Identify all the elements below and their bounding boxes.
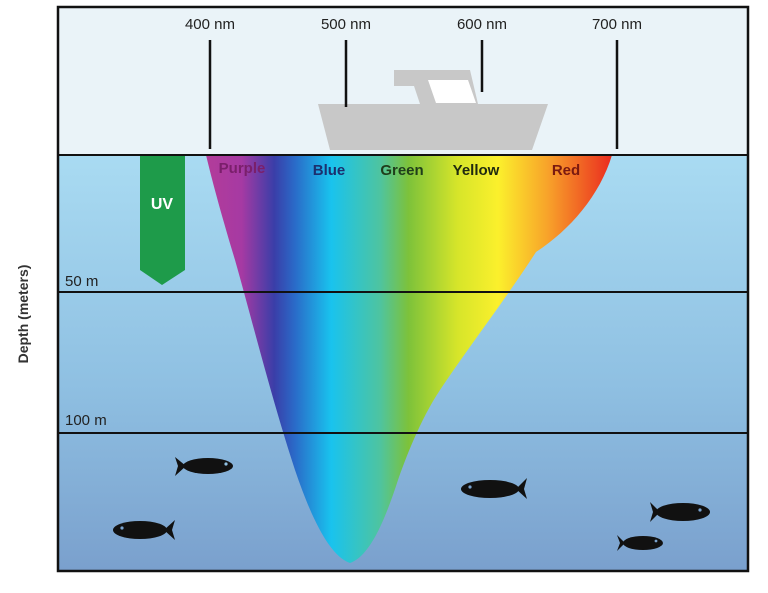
fish-icon — [461, 478, 527, 499]
uv-label: UV — [151, 196, 174, 213]
band-label-red: Red — [552, 162, 580, 179]
wavelength-label-400: 400 nm — [185, 16, 235, 33]
fish-icon — [617, 535, 663, 551]
band-label-green: Green — [380, 162, 423, 179]
depth-label-100: 100 m — [65, 412, 107, 429]
diagram-frame — [56, 5, 750, 573]
wavelength-label-600: 600 nm — [457, 16, 507, 33]
fish-icon — [175, 457, 233, 476]
band-label-purple: Purple — [219, 160, 266, 177]
wavelength-label-500: 500 nm — [321, 16, 371, 33]
wavelength-label-700: 700 nm — [592, 16, 642, 33]
depth-label-50: 50 m — [65, 273, 98, 290]
y-axis-label: Depth (meters) — [15, 265, 31, 364]
band-label-blue: Blue — [313, 162, 346, 179]
spectrum-cone — [206, 155, 612, 563]
band-label-yellow: Yellow — [453, 162, 500, 179]
fish-icon — [113, 520, 175, 540]
boat-icon — [318, 70, 548, 150]
fish-icon — [650, 502, 710, 522]
uv-arrow: UV — [140, 156, 185, 285]
